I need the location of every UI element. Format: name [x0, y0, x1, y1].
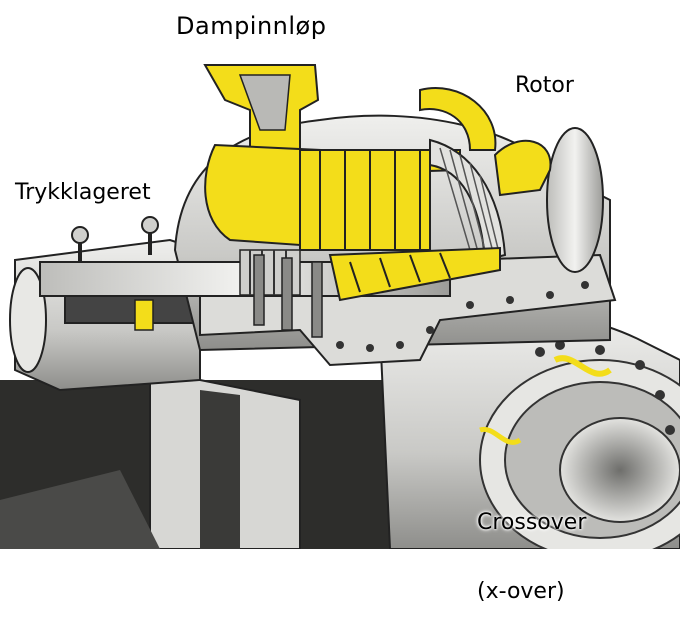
steam-turbine-cutaway [0, 64, 680, 549]
bearing-housing [9, 216, 201, 392]
rotor [39, 138, 507, 338]
crossover-label-line1: Crossover [477, 510, 587, 536]
steam-inlet-label: Dampinnløp [176, 12, 327, 40]
crossover-label: Crossover (x-over) [477, 465, 586, 627]
rotor-label: Rotor [515, 73, 574, 98]
crossover-pipe [378, 307, 680, 549]
thrust-bearing-label: Trykklageret [15, 180, 151, 205]
end-cover [493, 127, 604, 273]
crossover-label-line2: (x-over) [477, 579, 565, 605]
